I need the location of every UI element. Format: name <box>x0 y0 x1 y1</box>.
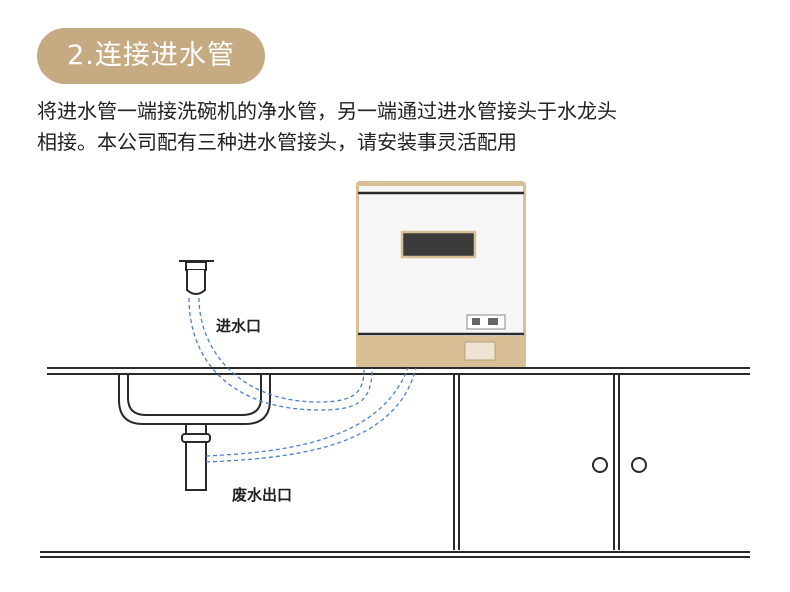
inlet-hose <box>188 297 373 411</box>
drain-neck <box>185 423 207 435</box>
dishwasher-button-icon <box>488 318 498 325</box>
water-hoses <box>188 297 417 463</box>
section-title: 2.连接进水管 <box>67 40 235 71</box>
faucet-collar <box>185 261 207 271</box>
section-title-pill: 2.连接进水管 <box>37 28 265 84</box>
instruction-line-1: 将进水管一端接洗碗机的净水管，另一端通过进水管接头于水龙头 <box>37 99 617 123</box>
drain-outlet-label: 废水出口 <box>232 486 292 504</box>
dishwasher-label-sticker <box>464 341 496 361</box>
drain-hose <box>205 367 417 463</box>
dishwasher-display-window <box>400 230 477 259</box>
cabinet-knob-left <box>592 457 608 473</box>
cabinet-knob-right <box>631 457 647 473</box>
countertop <box>47 367 750 375</box>
inlet-label: 进水口 <box>216 317 261 335</box>
dishwasher <box>356 181 526 369</box>
drain-pipe <box>185 441 207 491</box>
cabinet <box>453 374 647 550</box>
sink-basin <box>118 374 271 425</box>
instruction-text: 将进水管一端接洗碗机的净水管，另一端通过进水管接头于水龙头 相接。本公司配有三种… <box>37 96 757 158</box>
drain-hose <box>205 367 409 457</box>
faucet-nozzle <box>186 270 206 295</box>
instruction-line-2: 相接。本公司配有三种进水管接头，请安装事灵活配用 <box>37 130 517 154</box>
dishwasher-front-panel <box>359 186 523 336</box>
drain-collar <box>181 433 211 443</box>
faucet-connector <box>179 260 214 295</box>
dishwasher-base <box>359 337 523 367</box>
dishwasher-button-icon <box>472 318 480 325</box>
drain-trap <box>181 423 211 491</box>
floor <box>40 551 750 558</box>
inlet-hose <box>198 297 365 403</box>
